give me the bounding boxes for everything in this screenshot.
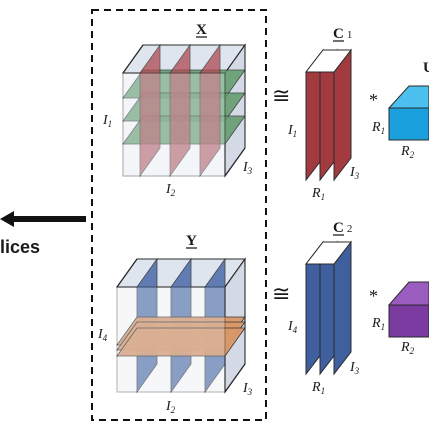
dim-r1-c2: R1 — [311, 380, 325, 396]
dim-i2-x: I2 — [165, 182, 176, 198]
dim-i2-y: I2 — [165, 399, 176, 415]
slices-label: lices — [0, 237, 40, 257]
dim-i4-y: I4 — [97, 327, 108, 343]
u-label: U — [423, 60, 429, 76]
dim-r1-core-bottom: R1 — [371, 316, 385, 332]
dim-r2-core-bottom: R2 — [400, 340, 415, 356]
dim-r1-c1: R1 — [311, 186, 325, 202]
tensor-y-horizontal-slices — [116, 316, 246, 357]
dim-r2-core-top: R2 — [400, 144, 415, 160]
core-cube-purple — [387, 281, 429, 338]
dim-i4-c2: I4 — [287, 319, 298, 335]
dim-r1-core-top: R1 — [371, 120, 385, 136]
factor-c2 — [304, 240, 353, 376]
tensor-y-label: Y — [186, 233, 197, 249]
dashed-frame — [91, 9, 267, 421]
tensor-y-cube — [115, 257, 247, 394]
tensor-x-label: X — [196, 22, 207, 38]
left-arrow — [0, 211, 86, 227]
dim-i3-c1: I3 — [349, 165, 360, 181]
dim-i3-c2: I3 — [349, 360, 360, 376]
approx-symbol-top: ≅ — [272, 83, 290, 108]
dim-i3-x: I3 — [242, 160, 253, 176]
dim-i3-y: I3 — [242, 381, 253, 397]
dim-i1-c1: I1 — [287, 123, 297, 139]
tensor-x-vertical-slices — [139, 43, 221, 178]
factor-c1 — [304, 48, 353, 182]
tensor-x-cube — [121, 43, 247, 178]
dim-i1-x: I1 — [102, 113, 112, 129]
core-cube-cyan — [387, 85, 429, 141]
star-symbol-bottom: * — [369, 286, 378, 306]
approx-symbol-bottom: ≅ — [272, 281, 290, 306]
star-symbol-top: * — [369, 90, 378, 110]
